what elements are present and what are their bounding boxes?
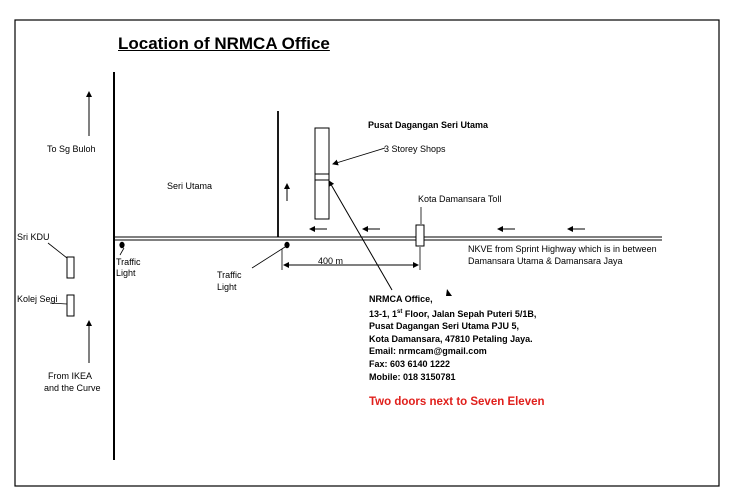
label-nkve-line2: Damansara Utama & Damansara Jaya xyxy=(468,256,623,266)
shops-leader xyxy=(332,147,386,166)
kolej-segi-building xyxy=(66,294,75,317)
traffic-light-dot-2 xyxy=(284,241,290,249)
traffic-light-leader-1 xyxy=(119,247,125,256)
sri-kdu-building xyxy=(66,256,75,279)
label-sri-kdu: Sri KDU xyxy=(17,232,50,242)
office-name: NRMCA Office, xyxy=(369,294,433,304)
office-email: Email: nrmcam@gmail.com xyxy=(369,346,487,356)
label-distance: 400 m xyxy=(318,256,344,266)
office-address-line3: Kota Damansara, 47810 Petaling Jaya. xyxy=(369,334,533,344)
label-pusat-dagangan: Pusat Dagangan Seri Utama xyxy=(368,120,489,130)
label-from-ikea: From IKEA xyxy=(48,371,93,381)
map-title: Location of NRMCA Office xyxy=(118,34,330,53)
label-to-sg-buloh: To Sg Buloh xyxy=(47,144,96,154)
traffic-light-dot-1 xyxy=(119,241,125,249)
label-kota-damansara-toll: Kota Damansara Toll xyxy=(418,194,502,204)
label-from-ikea-line2: and the Curve xyxy=(44,383,101,393)
office-pointer xyxy=(446,289,452,296)
kolej-segi-leader xyxy=(49,302,68,305)
office-address-line2: Pusat Dagangan Seri Utama PJU 5, xyxy=(369,321,520,331)
toll-booth xyxy=(415,224,425,247)
location-note: Two doors next to Seven Eleven xyxy=(369,396,545,408)
label-storey-shops: 3 Storey Shops xyxy=(384,144,446,154)
label-traffic-light-2-line2: Light xyxy=(217,282,237,292)
label-traffic-light-2: Traffic xyxy=(217,270,242,280)
office-mobile: Mobile: 018 3150781 xyxy=(369,372,456,382)
label-kolej-segi: Kolej Segi xyxy=(17,294,58,304)
sri-kdu-leader xyxy=(47,242,68,259)
office-fax: Fax: 603 6140 1222 xyxy=(369,359,451,369)
office-leader xyxy=(328,180,393,291)
office-address-line1: 13-1, 1st Floor, Jalan Sepah Puteri 5/1B… xyxy=(369,309,537,319)
label-traffic-light-1: Traffic xyxy=(116,257,141,267)
label-traffic-light-1-line2: Light xyxy=(116,268,136,278)
label-seri-utama: Seri Utama xyxy=(167,181,213,191)
page-border xyxy=(14,19,720,487)
traffic-light-leader-2 xyxy=(251,246,286,269)
label-nkve-line1: NKVE from Sprint Highway which is in bet… xyxy=(468,244,657,254)
